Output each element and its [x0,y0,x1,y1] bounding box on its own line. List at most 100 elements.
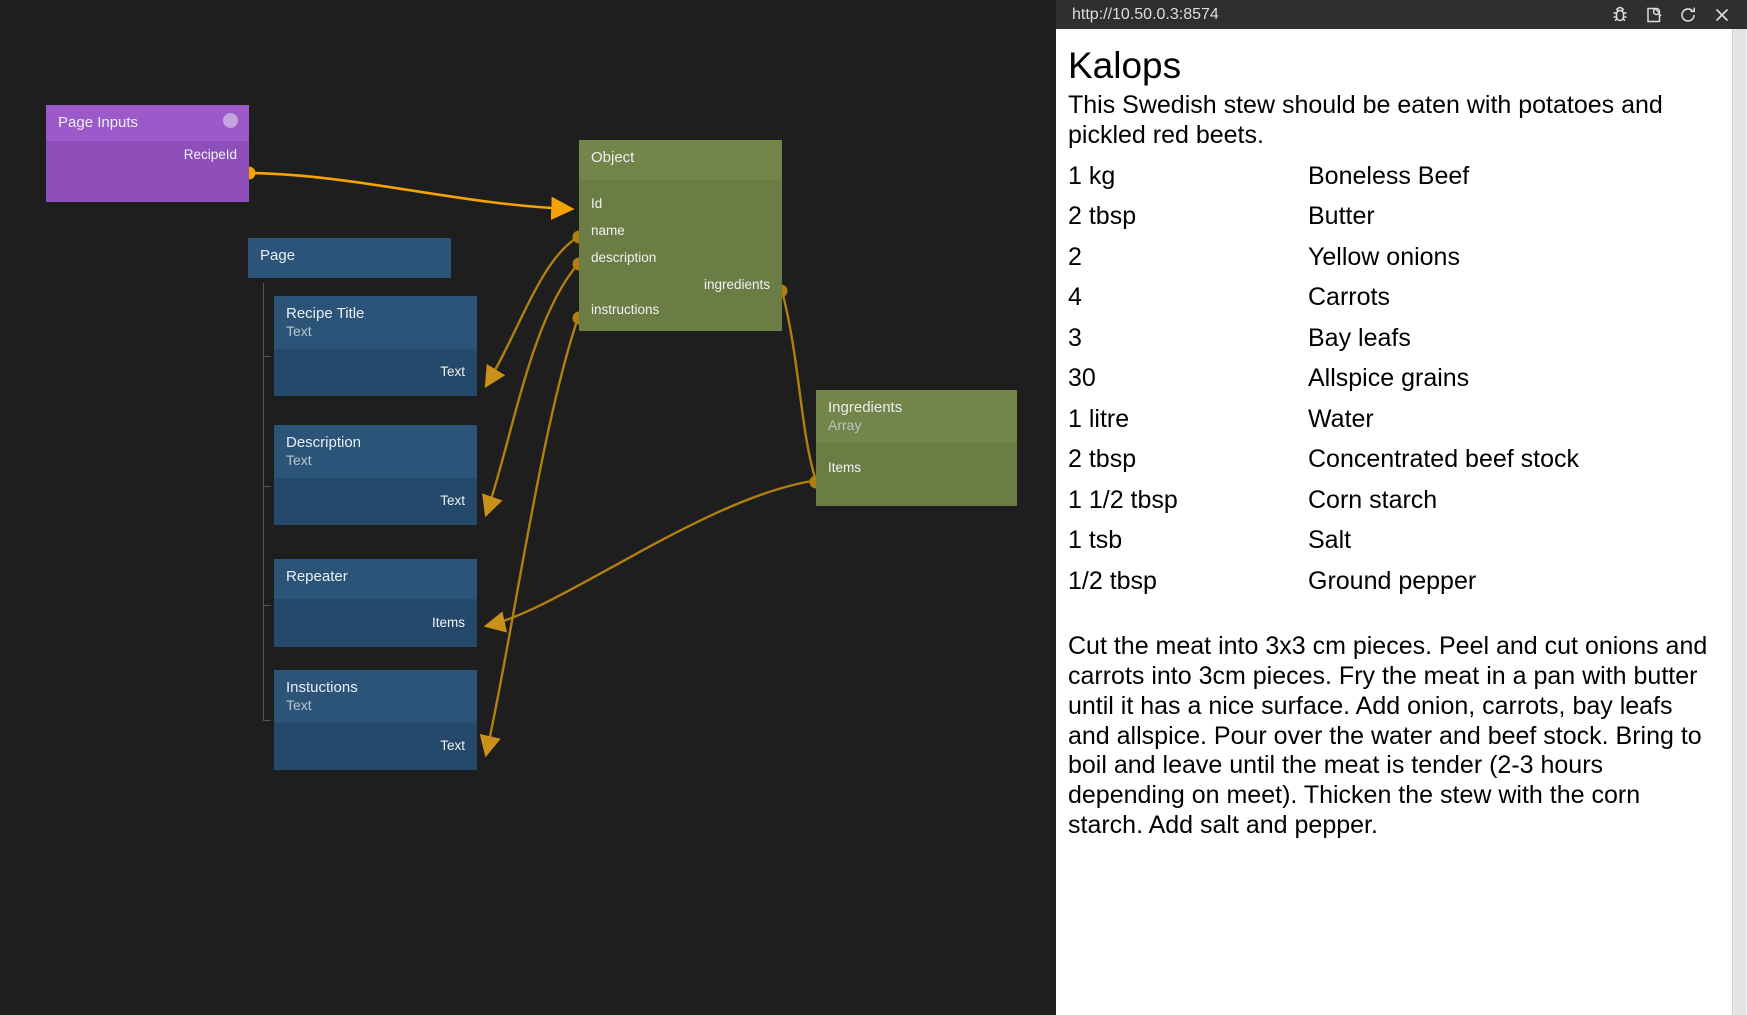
ingredient-amount: 1 kg [1068,161,1116,190]
node-page[interactable]: Page [248,238,451,278]
preview-panel: http://10.50.0.3:8574 [1056,0,1747,1015]
close-icon[interactable] [1705,0,1739,29]
node-page-title: Page [260,247,296,264]
bug-icon[interactable] [1603,0,1637,29]
port-object-instructions-label: instructions [591,302,660,317]
ingredient-name: Allspice grains [1308,364,1470,393]
node-ingredients-title: Ingredients [828,399,903,416]
port-repeater-items[interactable]: Items [274,599,477,636]
node-repeater-title: Repeater [286,568,348,585]
tree-tick [263,605,271,606]
recipe-page: Kalops This Swedish stew should be eaten… [1056,29,1733,1015]
tree-connector-line [263,283,264,720]
node-page-header: Page [248,238,451,278]
node-description-body: Text [274,478,477,525]
node-instuctions-subtitle: Text [286,697,312,713]
node-ingredients-subtitle: Array [828,417,862,433]
node-ingredients[interactable]: Ingredients Array Items [816,390,1017,506]
ingredient-row: 2 tbsp Butter [1068,201,1717,232]
node-recipe-title-title: Recipe Title [286,305,365,322]
node-page-inputs-header: Page Inputs [46,105,249,141]
port-instuctions-text[interactable]: Text [274,723,477,759]
ingredient-amount: 1 1/2 tbsp [1068,485,1178,514]
ingredient-amount: 2 tbsp [1068,202,1137,231]
node-graph-canvas[interactable]: Page Inputs RecipeId Page Recipe Title T… [0,0,1056,1015]
node-instuctions[interactable]: Instuctions Text Text [274,670,477,770]
ingredient-name: Butter [1308,202,1375,231]
ingredient-name: Corn starch [1308,485,1438,514]
node-page-inputs-title: Page Inputs [58,114,139,131]
node-status-dot-icon [223,113,238,128]
port-ingredients-items[interactable]: Items [816,454,1017,481]
node-repeater-header: Repeater [274,559,477,599]
ingredient-amount: 1 litre [1068,404,1130,433]
ingredient-row: 2 tbsp Concentrated beef stock [1068,444,1717,475]
tree-tick [263,356,271,357]
ingredient-row: 1 1/2 tbsp Corn starch [1068,485,1717,516]
node-description-header: Description Text [274,425,477,478]
ingredient-row: 30 Allspice grains [1068,363,1717,394]
recipe-instructions: Cut the meat into 3x3 cm pieces. Peel an… [1068,632,1708,839]
ingredient-amount: 3 [1068,323,1082,352]
port-object-id-label: Id [591,196,603,211]
node-page-inputs-body: RecipeId [46,141,249,202]
node-recipe-title[interactable]: Recipe Title Text Text [274,296,477,396]
port-recipeid-label: RecipeId [183,147,237,162]
recipe-description: This Swedish stew should be eaten with p… [1068,90,1663,150]
ingredient-name: Yellow onions [1308,242,1460,271]
port-description-text-label: Text [440,493,465,508]
ingredient-amount: 2 tbsp [1068,445,1137,474]
port-object-description[interactable]: description [579,244,782,271]
port-object-ingredients[interactable]: ingredients [579,271,782,298]
port-description-text[interactable]: Text [274,478,477,514]
ingredient-name: Salt [1308,526,1352,555]
node-ingredients-body: Items [816,443,1017,506]
page-title: Kalops [1068,45,1182,86]
tree-tick [263,720,271,721]
port-instuctions-text-label: Text [440,738,465,753]
page-scrollbar[interactable] [1732,29,1747,1015]
ingredient-row: 1 litre Water [1068,404,1717,435]
ingredient-amount: 2 [1068,242,1082,271]
port-object-description-label: description [591,250,657,265]
ingredient-name: Bay leafs [1308,323,1411,352]
node-recipe-title-body: Text [274,349,477,396]
ingredient-row: 1 kg Boneless Beef [1068,161,1717,192]
node-description[interactable]: Description Text Text [274,425,477,525]
ingredient-row: 1 tsb Salt [1068,525,1717,556]
node-object-body: Id name description ingredients instruct… [579,180,782,331]
port-recipe-title-text[interactable]: Text [274,349,477,385]
ingredient-amount: 1 tsb [1068,526,1123,555]
node-repeater[interactable]: Repeater Items [274,559,477,647]
ingredient-name: Water [1308,404,1374,433]
node-page-inputs[interactable]: Page Inputs RecipeId [46,105,249,202]
node-object[interactable]: Object Id name description ingredients i… [579,140,782,331]
ingredient-row: 2 Yellow onions [1068,242,1717,273]
node-instuctions-header: Instuctions Text [274,670,477,723]
ingredient-name: Concentrated beef stock [1308,445,1579,474]
tree-tick [263,486,271,487]
ingredient-row: 3 Bay leafs [1068,323,1717,354]
port-recipeid[interactable]: RecipeId [46,141,249,168]
ingredient-amount: 30 [1068,364,1096,393]
ingredient-list: 1 kg Boneless Beef 2 tbsp Butter 2 Yellow oni… [1068,161,1717,597]
page-scrollbar-thumb[interactable] [1734,29,1746,1015]
port-object-name-label: name [591,223,625,238]
node-repeater-body: Items [274,599,477,647]
node-object-title: Object [591,149,635,166]
node-description-subtitle: Text [286,452,312,468]
reload-icon[interactable] [1671,0,1705,29]
port-object-ingredients-label: ingredients [703,277,770,292]
ingredient-name: Boneless Beef [1308,161,1470,190]
port-object-id[interactable]: Id [579,190,782,217]
inspect-page-icon[interactable] [1637,0,1671,29]
node-description-title: Description [286,434,362,451]
ingredient-amount: 1/2 tbsp [1068,566,1157,595]
preview-url[interactable]: http://10.50.0.3:8574 [1072,5,1219,23]
port-object-instructions[interactable]: instructions [579,296,782,323]
node-ingredients-header: Ingredients Array [816,390,1017,443]
port-object-name[interactable]: name [579,217,782,244]
node-object-header: Object [579,140,782,180]
